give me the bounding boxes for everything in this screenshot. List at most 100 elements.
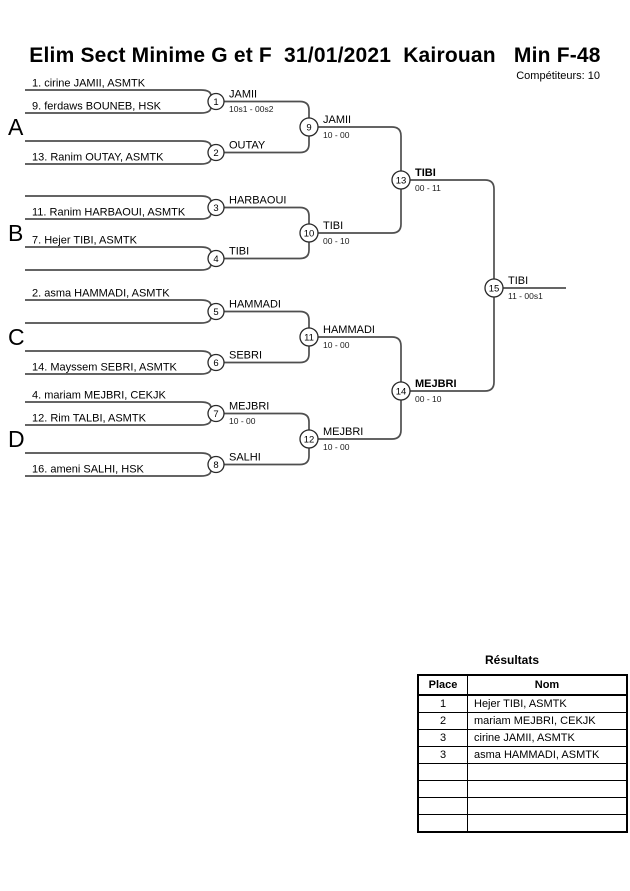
winner-line — [224, 206, 310, 224]
winner-line — [224, 136, 310, 154]
result-row: 3 asma HAMMADI, ASMTK — [417, 746, 628, 764]
entry-name: 7. Hejer TIBI, ASMTK — [32, 235, 138, 247]
results-table: Place Nom 1 Hejer TIBI, ASMTK 2 mariam M… — [417, 674, 628, 833]
match-winner: HAMMADI — [323, 324, 375, 336]
result-row: 2 mariam MEJBRI, CEKJK — [417, 712, 628, 730]
match-number: 10 — [304, 229, 315, 240]
match-number: 8 — [213, 460, 218, 471]
match-winner: TIBI — [229, 246, 249, 258]
match-winner: TIBI — [415, 167, 436, 179]
match-circle — [207, 404, 225, 423]
winner-line — [318, 189, 402, 234]
page-title: Elim Sect Minime G et F 31/01/2021 Kairo… — [29, 44, 601, 67]
match-winner: JAMII — [323, 114, 351, 126]
entry-line — [25, 299, 212, 307]
section-label-b: B — [8, 220, 23, 246]
match-score: 00 - 10 — [415, 394, 442, 404]
match-number: 4 — [213, 254, 218, 265]
match-winner: SEBRI — [229, 350, 262, 362]
entry-line — [25, 246, 212, 254]
result-place: 3 — [417, 729, 468, 747]
match-circle — [484, 278, 504, 298]
result-row — [417, 763, 628, 781]
match-winner: OUTAY — [229, 140, 266, 152]
result-name — [467, 814, 628, 833]
results-col-place: Place — [417, 674, 468, 696]
match-number: 2 — [213, 148, 218, 159]
match-winner: HAMMADI — [229, 299, 281, 311]
entry-name: 12. Rim TALBI, ASMTK — [32, 413, 147, 425]
match-score: 10 - 00 — [229, 416, 256, 426]
entry-name: 1. cirine JAMII, ASMTK — [32, 78, 146, 90]
match-score: 00 - 10 — [323, 236, 350, 246]
section-label-d: D — [8, 426, 25, 452]
match-score: 10 - 00 — [323, 340, 350, 350]
result-place — [417, 780, 468, 798]
match-number: 5 — [213, 307, 218, 318]
winner-line — [410, 297, 495, 392]
match-score: 00 - 11 — [415, 183, 441, 193]
result-row: 3 cirine JAMII, ASMTK — [417, 729, 628, 747]
result-row: 1 Hejer TIBI, ASMTK — [417, 694, 628, 713]
match-number: 14 — [396, 387, 407, 398]
match-circle — [299, 223, 319, 243]
winner-line — [224, 448, 310, 466]
match-circle — [207, 455, 225, 474]
match-circle — [391, 381, 411, 401]
match-circle — [207, 143, 225, 162]
match-circle — [207, 249, 225, 268]
winner-line — [318, 336, 402, 382]
entry-line — [25, 316, 212, 324]
result-place: 2 — [417, 712, 468, 730]
match-winner: MEJBRI — [229, 401, 269, 413]
entry-name: 14. Mayssem SEBRI, ASMTK — [32, 362, 178, 374]
entry-line — [25, 350, 212, 358]
match-circle — [207, 302, 225, 321]
winner-line — [318, 126, 402, 171]
entry-name: 9. ferdaws BOUNEB, HSK — [32, 101, 162, 113]
winner-line — [318, 400, 402, 440]
match-score: 10 - 00 — [323, 442, 350, 452]
winner-line — [224, 242, 310, 260]
match-number: 1 — [213, 97, 218, 108]
competitors-count: Compétiteurs: 10 — [516, 70, 600, 82]
match-winner: TIBI — [323, 220, 343, 232]
entry-line — [25, 89, 212, 97]
result-name — [467, 763, 628, 781]
match-circle — [299, 117, 319, 137]
result-name — [467, 797, 628, 815]
result-place: 1 — [417, 694, 468, 713]
result-place — [417, 797, 468, 815]
entry-name: 11. Ranim HARBAOUI, ASMTK — [32, 207, 186, 219]
result-row — [417, 797, 628, 815]
entry-name: 4. mariam MEJBRI, CEKJK — [32, 390, 167, 402]
match-score: 10s1 - 00s2 — [229, 104, 274, 114]
result-row — [417, 814, 628, 833]
results-header-row: Place Nom — [417, 674, 628, 696]
match-number: 12 — [304, 435, 315, 446]
result-name: cirine JAMII, ASMTK — [467, 729, 628, 747]
results-col-nom: Nom — [467, 674, 628, 696]
entry-name: 2. asma HAMMADI, ASMTK — [32, 288, 170, 300]
result-name: asma HAMMADI, ASMTK — [467, 746, 628, 764]
match-number: 9 — [306, 123, 311, 134]
match-number: 7 — [213, 409, 218, 420]
match-number: 13 — [396, 176, 407, 187]
match-circle — [207, 92, 225, 111]
match-circle — [299, 429, 319, 449]
results-title: Résultats — [484, 653, 540, 667]
match-number: 11 — [304, 333, 314, 344]
entry-line — [25, 140, 212, 148]
match-circle — [207, 353, 225, 372]
section-label-a: A — [8, 114, 24, 140]
entry-line — [25, 195, 212, 203]
entry-line — [25, 452, 212, 460]
match-circle — [299, 327, 319, 347]
entry-line — [25, 401, 212, 409]
result-name: mariam MEJBRI, CEKJK — [467, 712, 628, 730]
match-number: 3 — [213, 203, 218, 214]
winner-line — [224, 100, 310, 118]
match-winner: JAMII — [229, 89, 257, 101]
result-name: Hejer TIBI, ASMTK — [467, 694, 628, 713]
